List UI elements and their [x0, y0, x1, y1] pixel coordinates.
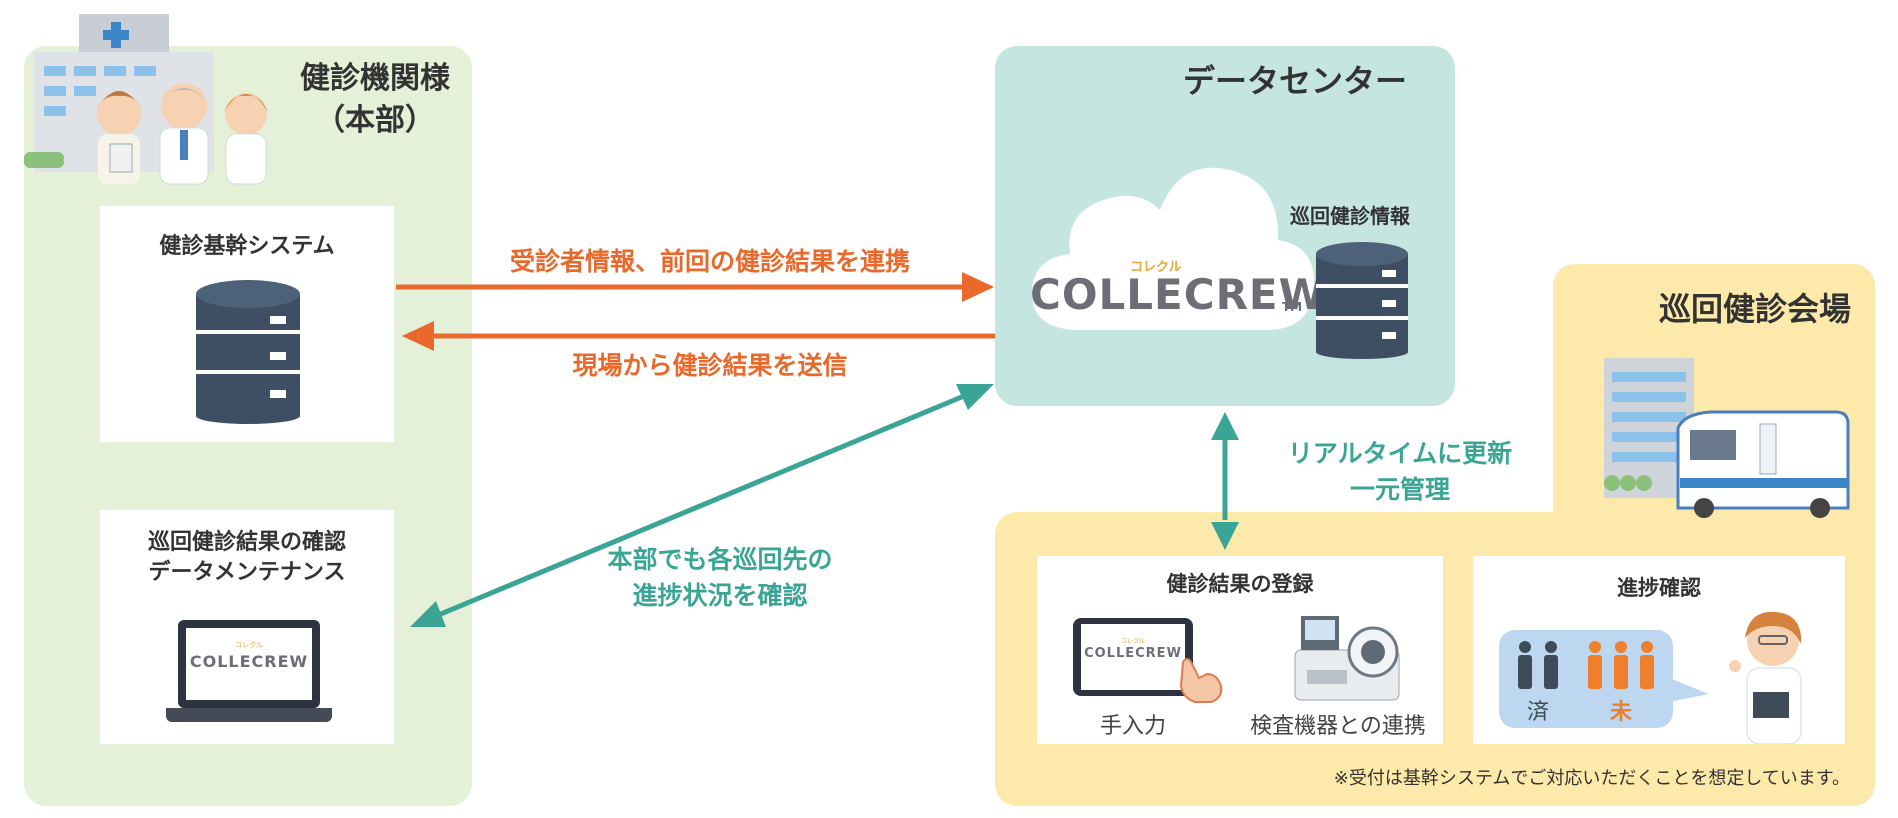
core-system-box: 健診基幹システム	[100, 206, 394, 442]
tablet-icon: コレクル COLLECREW	[1073, 618, 1193, 696]
maintenance-title-line1: 巡回健診結果の確認	[147, 530, 346, 555]
maintenance-title-line2: データメンテナンス	[148, 560, 346, 585]
pending-people-icon	[1588, 641, 1654, 689]
register-title: 健診結果の登録	[1166, 572, 1314, 596]
pending-label: 未	[1609, 700, 1632, 725]
label-realtime: リアルタイムに更新 一元管理	[1255, 436, 1545, 508]
venue-title: 巡回健診会場	[1658, 290, 1851, 328]
cloud-logo-tm: TM	[1282, 300, 1303, 314]
building-bus-illustration	[1604, 358, 1850, 518]
datacenter-title: データセンター	[1182, 62, 1407, 100]
label-from-datacenter: 現場から健診結果を送信	[572, 351, 848, 380]
tablet-logo: COLLECREW	[1084, 646, 1182, 661]
laptop-logo: COLLECREW	[189, 652, 309, 671]
datacenter-db-label: 巡回健診情報	[1290, 204, 1410, 228]
hq-title-line2: （本部）	[315, 103, 435, 138]
core-system-title: 健診基幹システム	[159, 234, 335, 259]
datacenter-database-icon	[1316, 242, 1408, 359]
maintenance-box: 巡回健診結果の確認 データメンテナンス コレクル COLLECREW	[100, 510, 394, 744]
cloud-logo-kana: コレクル	[1130, 260, 1182, 275]
medical-device-icon	[1294, 616, 1400, 701]
register-box: 健診結果の登録 コレクル COLLECREW 手入力 検査機器との連携	[1037, 556, 1443, 744]
arrow-to-datacenter	[396, 272, 994, 302]
cloud-icon	[1031, 167, 1315, 330]
done-label: 済	[1526, 700, 1549, 725]
label-hq-progress-line1: 本部でも各巡回先の	[607, 545, 833, 574]
done-people-icon	[1518, 641, 1558, 689]
progress-title: 進捗確認	[1617, 576, 1701, 600]
label-to-datacenter: 受診者情報、前回の健診結果を連携	[509, 247, 910, 276]
arrow-hq-progress	[410, 384, 994, 627]
device-link-label: 検査機器との連携	[1250, 714, 1426, 739]
arrow-from-datacenter	[402, 321, 995, 351]
cloud-logo: COLLECREW	[1030, 270, 1326, 319]
progress-box: 進捗確認 済 未	[1473, 556, 1845, 744]
label-realtime-line2: 一元管理	[1349, 475, 1450, 504]
hq-title-line1: 健診機関様	[300, 61, 450, 96]
label-hq-progress: 本部でも各巡回先の 進捗状況を確認	[560, 542, 880, 614]
maintenance-title: 巡回健診結果の確認 データメンテナンス	[100, 528, 394, 588]
hq-title: 健診機関様 （本部）	[285, 58, 465, 142]
manual-input-label: 手入力	[1099, 714, 1166, 739]
tablet-logo-kana: コレクル	[1121, 638, 1145, 645]
nurse-with-tablet-illustration	[1729, 611, 1802, 744]
hand-touch-icon	[1179, 658, 1223, 703]
label-realtime-line1: リアルタイムに更新	[1287, 439, 1513, 468]
label-hq-progress-line2: 進捗状況を確認	[632, 581, 808, 610]
laptop-icon: コレクル COLLECREW	[166, 620, 332, 728]
database-icon	[196, 280, 300, 424]
hospital-staff-illustration	[24, 14, 268, 185]
arrow-realtime	[1211, 412, 1239, 550]
footnote: ※受付は基幹システムでご対応いただくことを想定しています。	[1333, 768, 1850, 789]
laptop-logo-kana: コレクル	[235, 641, 263, 649]
